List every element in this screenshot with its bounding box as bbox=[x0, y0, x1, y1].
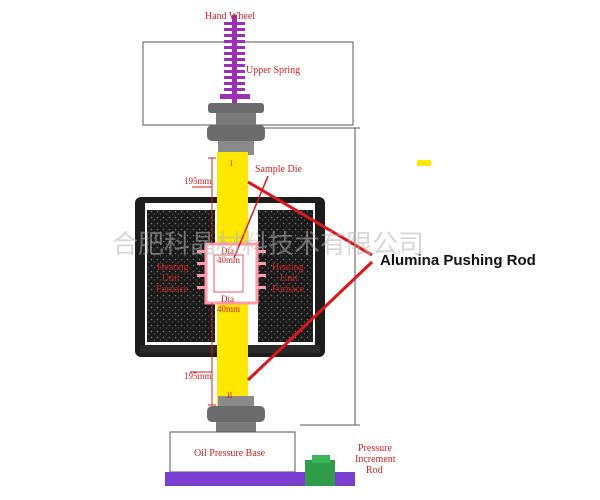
heating-right-line3: Furnace bbox=[272, 284, 305, 295]
dimension-upper-label: 195mm bbox=[184, 176, 212, 186]
sample-die-label: Sample Die bbox=[255, 164, 302, 175]
heating-right-line2: Unit bbox=[280, 273, 298, 284]
dia-bottom-line1: Dia bbox=[221, 294, 234, 304]
upper-spring-label: Upper Spring bbox=[246, 65, 300, 76]
spring-shaft bbox=[232, 15, 237, 105]
heater-elements bbox=[197, 250, 266, 289]
alumina-rod-label: Alumina Pushing Rod bbox=[380, 252, 536, 269]
alumina-rod-lower bbox=[217, 303, 248, 411]
lower-coupling bbox=[207, 396, 265, 432]
legend-yellow-marker bbox=[417, 160, 431, 166]
watermark-text: 合肥科晶材料技术有限公司 bbox=[112, 230, 424, 260]
hand-wheel-label: Hand Wheel bbox=[205, 11, 255, 22]
pressure-increment-ram bbox=[305, 460, 335, 486]
pressure-increment-ram-top bbox=[312, 455, 330, 463]
dimension-195-upper bbox=[192, 157, 216, 244]
dia-bottom-line2: 40mm bbox=[217, 304, 240, 314]
heating-left-line2: Unit bbox=[162, 273, 180, 284]
heating-left-line1: Heating bbox=[157, 262, 189, 273]
dia-top-line2: 40mm bbox=[217, 255, 240, 265]
heating-left-line3: Furnace bbox=[156, 284, 189, 295]
alumina-callout-lines bbox=[246, 180, 374, 382]
pressure-rod-line2: Increment bbox=[355, 454, 396, 465]
rod-mark-bottom: II bbox=[227, 391, 233, 400]
oil-pressure-base-label: Oil Pressure Base bbox=[194, 448, 266, 459]
dimension-195-lower bbox=[190, 303, 216, 406]
pressure-rod-line1: Pressure bbox=[358, 443, 392, 454]
upper-coupling bbox=[207, 103, 265, 155]
pressure-rod-line3: Rod bbox=[366, 465, 383, 476]
heating-right-line1: Heating bbox=[272, 262, 304, 273]
sample-die-pointer bbox=[233, 175, 269, 259]
rod-mark-top: I bbox=[230, 159, 233, 168]
alumina-rod-upper bbox=[217, 152, 248, 244]
dia-top-line1: Dia bbox=[221, 246, 234, 256]
heating-zone bbox=[204, 242, 259, 305]
dimension-lower-label: 195mm bbox=[184, 371, 212, 381]
